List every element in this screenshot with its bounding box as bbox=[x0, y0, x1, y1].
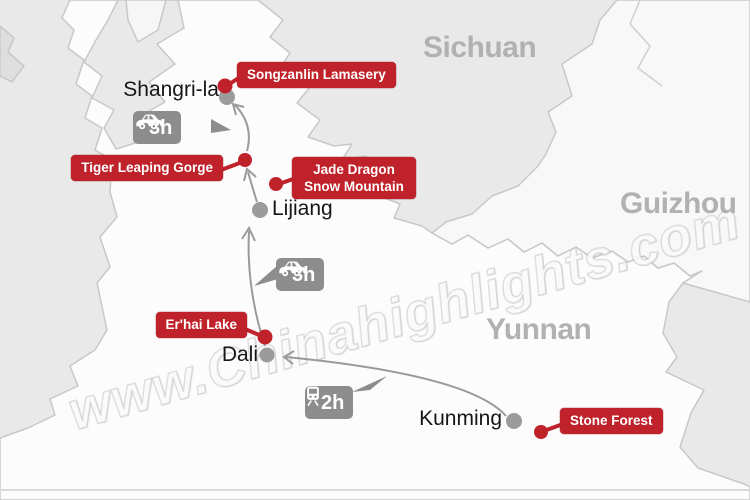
city-marker-dali bbox=[259, 347, 275, 363]
attraction-label-erhai: Er'hai Lake bbox=[155, 312, 247, 338]
city-label-kunming: Kunming bbox=[419, 407, 502, 430]
city-marker-kunming bbox=[506, 413, 522, 429]
attraction-marker-stone-forest bbox=[534, 425, 548, 439]
attraction-label-jade-dragon: Jade Dragon Snow Mountain bbox=[292, 157, 416, 199]
route-arrow-shangrila bbox=[231, 102, 245, 116]
transfer-tail-2 bbox=[254, 265, 278, 286]
region-label-sichuan: Sichuan bbox=[423, 31, 537, 64]
attraction-label-songzanlin: Songzanlin Lamasery bbox=[237, 62, 396, 88]
inner-border-line bbox=[629, 0, 663, 87]
transfer-duration: 2h bbox=[321, 391, 345, 414]
attraction-label-gorge: Tiger Leaping Gorge bbox=[71, 155, 223, 181]
region-label-guizhou: Guizhou bbox=[620, 187, 737, 220]
province-shape-guizhou bbox=[431, 0, 750, 303]
transfer-badge-gorge-shangrila: 3h bbox=[133, 111, 182, 144]
attraction-marker-gorge bbox=[238, 153, 252, 167]
city-label-shangrila: Shangri-la bbox=[123, 78, 219, 101]
border-strip-shape bbox=[125, 0, 167, 43]
route-arrow-lijiang bbox=[241, 225, 256, 242]
transfer-tail-3 bbox=[352, 376, 387, 392]
route-gorge-shangrila bbox=[234, 104, 250, 152]
route-kunming-dali bbox=[285, 356, 507, 417]
transfer-badge-dali-lijiang: 3h bbox=[276, 258, 325, 291]
border-inlet-shape bbox=[83, 0, 185, 150]
transfer-badge-kunming-dali: 2h bbox=[305, 386, 354, 419]
route-arrow-dali bbox=[282, 350, 295, 365]
attraction-marker-erhai bbox=[257, 329, 273, 345]
city-label-lijiang: Lijiang bbox=[272, 197, 333, 220]
region-label-yunnan: Yunnan bbox=[486, 313, 592, 346]
city-marker-lijiang bbox=[252, 202, 268, 218]
city-label-dali: Dali bbox=[221, 343, 258, 366]
route-arrow-gorge bbox=[243, 167, 257, 182]
route-dali-lijiang bbox=[247, 230, 266, 347]
attraction-marker-songzanlin bbox=[217, 78, 233, 94]
attraction-marker-jade-dragon bbox=[269, 177, 283, 191]
attraction-label-stone-forest: Stone Forest bbox=[560, 408, 663, 434]
transfer-tail-1 bbox=[211, 119, 231, 133]
corner-shape bbox=[0, 25, 25, 83]
route-lijiang-gorge bbox=[247, 171, 258, 203]
